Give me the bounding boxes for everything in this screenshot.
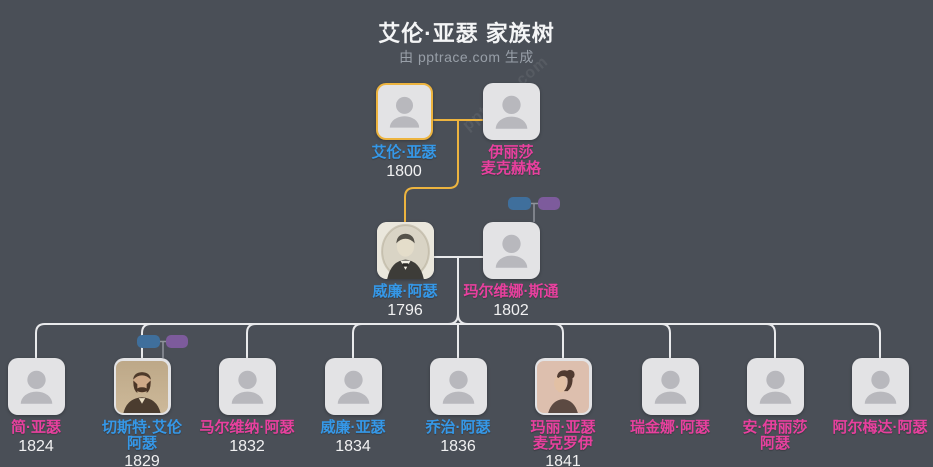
person-name: 安·伊丽莎阿瑟 [742, 419, 808, 452]
person-name: 瑞金娜·阿瑟 [630, 419, 710, 436]
person-name: 切斯特·艾伦阿瑟 [102, 419, 182, 452]
person-name: 简·亚瑟 [11, 419, 61, 436]
person-placeholder-icon [20, 370, 52, 404]
person-name: 伊丽莎麦克赫格 [480, 144, 541, 177]
avatar-card[interactable] [429, 358, 487, 415]
avatar-card[interactable] [482, 83, 540, 140]
avatar-card[interactable] [218, 358, 276, 415]
person-placeholder-icon [231, 370, 263, 404]
person-node-eliza: 伊丽莎麦克赫格 [456, 83, 566, 179]
avatar-card[interactable] [851, 358, 909, 415]
avatar-card-photo[interactable] [376, 222, 434, 279]
person-placeholder-icon [442, 370, 474, 404]
toggle-female-chip[interactable] [538, 197, 560, 210]
avatar-card-selected[interactable] [375, 83, 433, 140]
avatar-card[interactable] [7, 358, 65, 415]
person-node-child-8: 安·伊丽莎阿瑟 [720, 358, 830, 454]
person-name: 乔治·阿瑟 [425, 419, 491, 436]
person-placeholder-icon [389, 96, 419, 128]
spouse-toggle-icon[interactable] [137, 335, 188, 358]
person-placeholder-icon [654, 370, 686, 404]
person-name: 玛丽·亚瑟麦克罗伊 [530, 419, 596, 452]
toggle-male-chip[interactable] [137, 335, 160, 348]
avatar-card[interactable] [746, 358, 804, 415]
toggle-female-chip[interactable] [166, 335, 188, 348]
person-birth-year: 1841 [545, 453, 581, 467]
person-name: 威廉·阿瑟 [372, 283, 438, 300]
person-node-child-7: 瑞金娜·阿瑟 [615, 358, 725, 439]
person-node-malvina-stone: 玛尔维娜·斯通 1802 [456, 222, 566, 319]
person-node-child-2: 切斯特·艾伦阿瑟 1829 [87, 358, 197, 467]
avatar-card[interactable] [641, 358, 699, 415]
person-birth-year: 1832 [229, 437, 265, 455]
avatar-card[interactable] [324, 358, 382, 415]
person-birth-year: 1800 [386, 162, 422, 180]
person-node-allen: 艾伦·亚瑟 1800 [349, 83, 459, 180]
person-birth-year: 1834 [335, 437, 371, 455]
parents-toggle-icon[interactable] [508, 197, 560, 222]
person-placeholder-icon [495, 95, 527, 129]
person-placeholder-icon [759, 370, 791, 404]
avatar-card-photo[interactable] [534, 358, 592, 415]
page-subtitle: 由 pptrace.com 生成 [399, 49, 534, 65]
person-node-child-4: 威廉·亚瑟 1834 [298, 358, 408, 455]
person-birth-year: 1836 [440, 437, 476, 455]
avatar-card[interactable] [482, 222, 540, 279]
avatar-card-photo[interactable] [113, 358, 171, 415]
engraving-portrait-photo [376, 222, 434, 279]
person-birth-year: 1802 [493, 301, 529, 319]
person-name: 阿尔梅达·阿瑟 [832, 419, 928, 436]
person-name: 马尔维纳·阿瑟 [199, 419, 295, 436]
person-node-child-6: 玛丽·亚瑟麦克罗伊 1841 [508, 358, 618, 467]
person-placeholder-icon [495, 234, 527, 268]
person-placeholder-icon [864, 370, 896, 404]
sepia-profile-portrait-photo [537, 360, 589, 413]
person-node-child-3: 马尔维纳·阿瑟 1832 [192, 358, 302, 455]
person-birth-year: 1824 [18, 437, 54, 455]
person-node-child-1: 简·亚瑟 1824 [0, 358, 91, 455]
person-birth-year: 1796 [387, 301, 423, 319]
yellow-couple-line [404, 119, 483, 223]
person-birth-year: 1829 [124, 453, 160, 467]
white-connector-lines [35, 256, 881, 359]
person-node-william-sr: 威廉·阿瑟 1796 [350, 222, 460, 319]
page-title: 艾伦·亚瑟 家族树 [378, 21, 555, 46]
person-name: 艾伦·亚瑟 [371, 144, 437, 161]
person-node-child-5: 乔治·阿瑟 1836 [403, 358, 513, 455]
person-name: 玛尔维娜·斯通 [463, 283, 559, 300]
sepia-portrait-photo [116, 360, 168, 413]
toggle-male-chip[interactable] [508, 197, 531, 210]
person-name: 威廉·亚瑟 [320, 419, 386, 436]
person-node-child-9: 阿尔梅达·阿瑟 [825, 358, 933, 439]
person-placeholder-icon [337, 370, 369, 404]
